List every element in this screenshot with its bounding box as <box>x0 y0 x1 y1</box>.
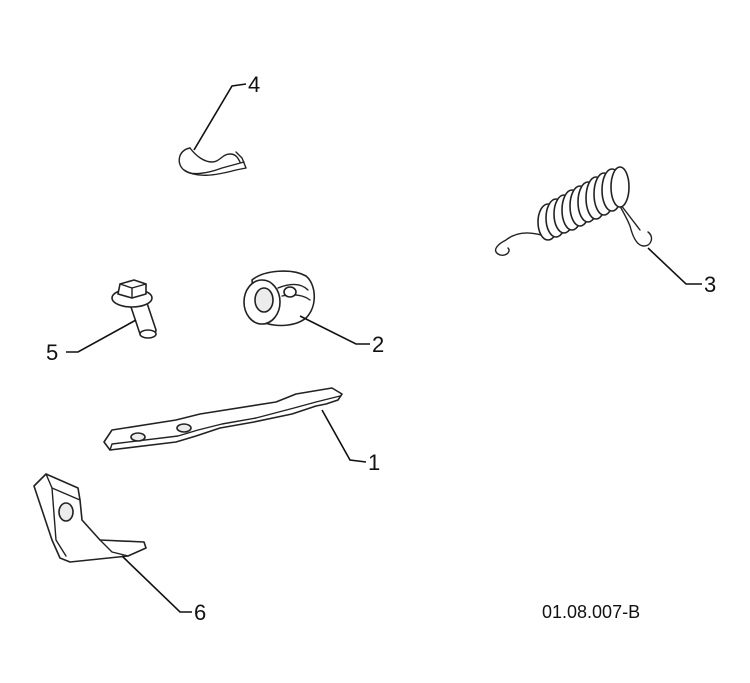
leader-line-2 <box>299 315 370 345</box>
part-2-bushing <box>243 270 316 327</box>
spring-coils <box>537 166 630 241</box>
leader-line-6 <box>121 555 192 613</box>
leader-line-1 <box>321 409 367 463</box>
callout-6: 6 <box>194 600 206 625</box>
callout-4: 4 <box>248 72 260 97</box>
part-5-flange-bolt <box>111 279 157 339</box>
leader-line-5 <box>66 319 137 353</box>
leader-line-4 <box>193 83 247 151</box>
part-1-link-bar <box>103 387 343 451</box>
part-4-hairpin-clip <box>178 147 247 176</box>
diagram-reference-code: 01.08.007-B <box>542 602 640 622</box>
callout-3: 3 <box>704 272 716 297</box>
part-3-extension-spring <box>494 166 653 257</box>
callout-1: 1 <box>368 450 380 475</box>
callout-5: 5 <box>46 340 58 365</box>
callout-2: 2 <box>372 332 384 357</box>
leader-line-3 <box>647 247 702 285</box>
part-6-angle-bracket <box>33 473 147 563</box>
